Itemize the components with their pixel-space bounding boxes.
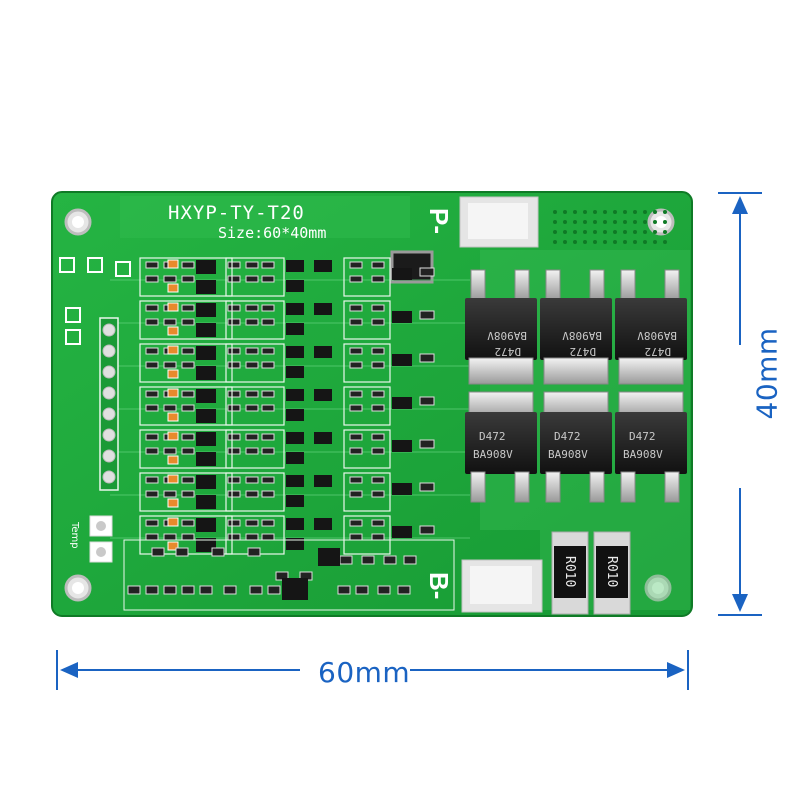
p-minus-pad: P-: [424, 196, 539, 248]
pcb-board: HXYP-TY-T20 Size:60*40mm P- B-: [51, 191, 693, 617]
svg-text:BA908V: BA908V: [487, 329, 527, 342]
balance-connector-pins: [99, 317, 119, 491]
b-minus-pad: B-: [424, 559, 543, 613]
board-model-label: HXYP-TY-T20: [168, 202, 305, 224]
width-dimension-label: 60mm: [318, 656, 411, 689]
height-dimension-label: 40mm: [750, 327, 784, 420]
p-minus-label: P-: [424, 208, 454, 234]
protection-ic-area: [123, 539, 455, 611]
svg-text:R010: R010: [604, 556, 619, 587]
svg-text:R010: R010: [562, 556, 577, 587]
width-dimension-arrow: [56, 650, 689, 690]
temp-connector: Temp: [69, 515, 113, 563]
mosfet-array: BA908VD472D472BA908VBA908VD472D472BA908V…: [465, 269, 687, 503]
svg-text:BA908V: BA908V: [473, 448, 513, 461]
svg-text:D472: D472: [629, 430, 656, 443]
balance-circuit-matrix: [110, 257, 470, 555]
svg-text:D472: D472: [554, 430, 581, 443]
via-pattern: [553, 210, 667, 244]
height-dimension-arrow: [718, 192, 762, 616]
svg-text:D472: D472: [479, 430, 506, 443]
svg-text:BA908V: BA908V: [637, 329, 677, 342]
temp-label: Temp: [69, 521, 80, 549]
svg-text:D472: D472: [570, 345, 597, 358]
mounting-holes: [64, 208, 675, 602]
svg-text:BA908V: BA908V: [623, 448, 663, 461]
svg-text:D472: D472: [495, 345, 522, 358]
svg-text:BA908V: BA908V: [562, 329, 602, 342]
svg-text:BA908V: BA908V: [548, 448, 588, 461]
board-size-label: Size:60*40mm: [218, 224, 326, 242]
b-minus-label: B-: [424, 572, 454, 599]
left-test-pads: [59, 257, 131, 345]
shunt-resistors: R010 R010: [551, 531, 631, 615]
svg-text:D472: D472: [645, 345, 672, 358]
